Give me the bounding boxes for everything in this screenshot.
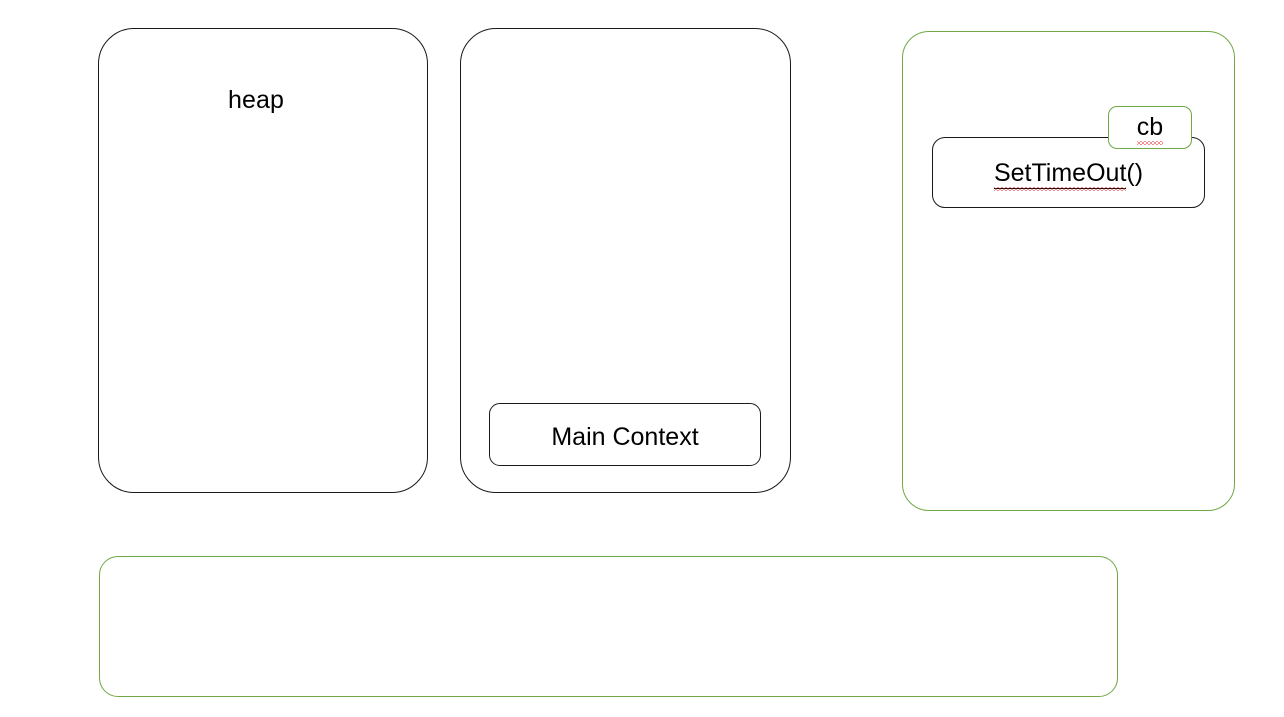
cb-label: cb (1109, 112, 1191, 145)
settimeout-label: SetTimeOut() (933, 158, 1204, 191)
heap-region[interactable]: heap (98, 28, 428, 493)
settimeout-label-parens: () (1126, 159, 1144, 187)
settimeout-label-text: SetTimeOut (993, 159, 1127, 191)
call-stack-frame-main-context[interactable]: Main Context (489, 403, 761, 466)
callback-queue-region[interactable]: Callbackqueue (99, 556, 1118, 697)
cb-label-text: cb (1136, 113, 1164, 145)
heap-label: heap (228, 86, 285, 114)
web-api-item-cb[interactable]: cb (1108, 106, 1192, 149)
main-context-label: Main Context (551, 423, 699, 451)
web-apis-region[interactable]: Web APIs (902, 31, 1235, 511)
